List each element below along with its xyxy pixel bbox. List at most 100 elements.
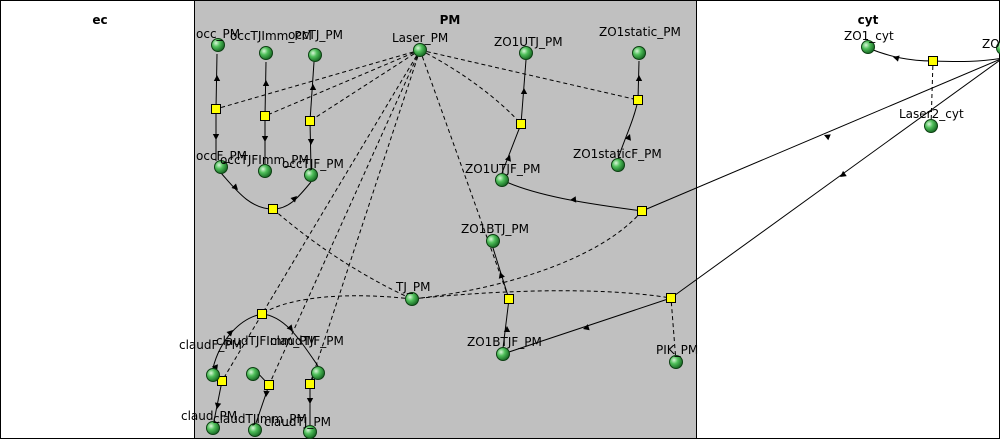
compartment-label-pm: PM — [440, 13, 461, 27]
edge-r1-occ — [215, 53, 218, 110]
reactions-layer — [211, 56, 938, 390]
species-node-ZO1UTJF_PM[interactable] — [495, 173, 509, 187]
mod-r7-TJ — [272, 208, 413, 300]
arrow-claud — [214, 402, 222, 409]
species-label-claudTJImm_PM: claudTJImm_PM — [213, 412, 307, 426]
species-node-claudTJFImm_PM[interactable] — [246, 367, 260, 381]
mod-TJ-r10 — [411, 290, 672, 300]
edge-r12-claud — [213, 380, 223, 422]
arrow-r11-in — [226, 330, 233, 337]
species-label-ZO1UTJ_PM: ZO1UTJ_PM — [494, 35, 563, 49]
species-label-ZO_cut: ZO — [982, 37, 1000, 51]
species-node-claudTJF_PM[interactable] — [311, 366, 325, 380]
reaction-node-r10[interactable] — [666, 293, 676, 303]
species-node-ZO1BTJ_PM[interactable] — [486, 234, 500, 248]
species-node-ZO1static_PM[interactable] — [632, 46, 646, 60]
mod-laser-r13 — [268, 49, 421, 386]
reaction-node-r14[interactable] — [305, 379, 315, 389]
species-label-claudF_PM: claudF_PM — [179, 338, 242, 352]
reaction-node-r5[interactable] — [633, 95, 643, 105]
species-node-occ_PM[interactable] — [211, 38, 225, 52]
arrow-claudTJImm — [263, 390, 270, 397]
species-node-ZO1UTJ_PM[interactable] — [519, 46, 533, 60]
reaction-node-r8[interactable] — [637, 206, 647, 216]
mod-laser-r3 — [309, 49, 421, 122]
edge-ZO1UTJF-r4 — [501, 123, 522, 174]
species-label-occ_PM: occ_PM — [196, 27, 240, 41]
species-node-occTJFImm_PM[interactable] — [258, 164, 272, 178]
species-label-claudTJ_PM: claudTJ_PM — [264, 415, 331, 429]
arrow-occTJImm — [262, 80, 270, 86]
species-label-ZO1UTJF_PM: ZO1UTJF_PM — [465, 162, 540, 176]
arrow-r10-in — [840, 170, 847, 177]
reaction-node-r13[interactable] — [264, 380, 274, 390]
reaction-node-r12[interactable] — [217, 376, 227, 386]
edge-r11-claudTJF — [261, 313, 319, 367]
arrow-ZO1static — [635, 75, 643, 81]
species-label-occF_PM: occF_PM — [196, 149, 247, 163]
species-node-ZO1_cyt[interactable] — [861, 40, 875, 54]
arrow-occF-in — [212, 134, 220, 140]
arrow-r7 — [231, 183, 238, 190]
species-label-occTJImm_PM: occTJImm_PM — [230, 29, 312, 43]
species-node-claudF_PM[interactable] — [206, 368, 220, 382]
compartment-ec — [0, 0, 195, 439]
species-layer — [206, 38, 1000, 439]
species-label-ZO1BTJF_PM: ZO1BTJF_PM — [467, 335, 542, 349]
mod-r8-TJ — [411, 210, 643, 300]
edge-ZO1staticF-r5 — [617, 99, 639, 160]
species-node-occF_PM[interactable] — [214, 160, 228, 174]
species-label-ZO1BTJ_PM: ZO1BTJ_PM — [461, 222, 529, 236]
mod-TJ-r11 — [261, 295, 413, 315]
arrow-occTJ — [309, 84, 317, 90]
species-node-Laser_PM[interactable] — [413, 43, 427, 57]
species-label-occTJ_PM: occTJ_PM — [288, 28, 343, 42]
edge-ZO1BTJF-r9 — [502, 298, 510, 349]
reaction-node-r6[interactable] — [928, 56, 938, 66]
mod-laser-r2 — [264, 49, 421, 117]
arrow-ZO1staticF — [624, 134, 631, 141]
arrow-occ — [213, 75, 221, 81]
species-node-TJ_PM[interactable] — [405, 292, 419, 306]
reaction-node-r2[interactable] — [260, 111, 270, 121]
species-label-ZO1_cyt: ZO1_cyt — [844, 29, 894, 43]
species-node-PIK_PM[interactable] — [669, 355, 683, 369]
species-node-ZO1BTJF_PM[interactable] — [496, 347, 510, 361]
reaction-node-r7[interactable] — [268, 204, 278, 214]
reaction-node-r11[interactable] — [257, 309, 267, 319]
arrow-occTJFImm-in — [261, 136, 269, 142]
mod-PIK-r10 — [670, 297, 677, 363]
species-node-claud_PM[interactable] — [206, 421, 220, 435]
mod-laser-r12 — [221, 49, 421, 382]
mod-laser-r14 — [309, 49, 421, 385]
species-node-ZO_cut[interactable] — [996, 41, 1000, 55]
reaction-node-r3[interactable] — [305, 116, 315, 126]
arrow-occTJF-in — [307, 139, 315, 145]
species-node-occTJF_PM[interactable] — [304, 168, 318, 182]
arrow-ZO1UTJ — [520, 88, 528, 94]
species-node-occTJ_PM[interactable] — [308, 48, 322, 62]
species-label-ZO1staticF_PM: ZO1staticF_PM — [573, 147, 662, 161]
mod-laser-r9 — [419, 49, 510, 300]
arrow-ZO1UTJF — [504, 155, 511, 162]
species-label-occTJF_PM: occTJF_PM — [282, 157, 344, 171]
species-node-Laser2_cyt[interactable] — [924, 119, 938, 133]
reaction-node-r1[interactable] — [211, 104, 221, 114]
compartment-pm — [194, 0, 697, 439]
reaction-node-r4[interactable] — [516, 119, 526, 129]
species-node-ZO1staticF_PM[interactable] — [611, 158, 625, 172]
edge-occTJF-r3 — [309, 120, 312, 169]
species-node-claudTJImm_PM[interactable] — [248, 423, 262, 437]
mod-laser-r5 — [419, 49, 639, 101]
species-node-occTJImm_PM[interactable] — [259, 46, 273, 60]
arrow-ZO1BTJ — [498, 272, 505, 279]
compartment-label-cyt: cyt — [858, 13, 879, 27]
arrow-ZO1BTJF-in — [583, 324, 590, 331]
species-label-Laser_PM: Laser_PM — [392, 31, 448, 45]
reaction-node-r9[interactable] — [504, 294, 514, 304]
species-label-Laser2_cyt: Laser2_cyt — [899, 107, 964, 121]
edge-r2-occTJImm — [264, 61, 267, 117]
